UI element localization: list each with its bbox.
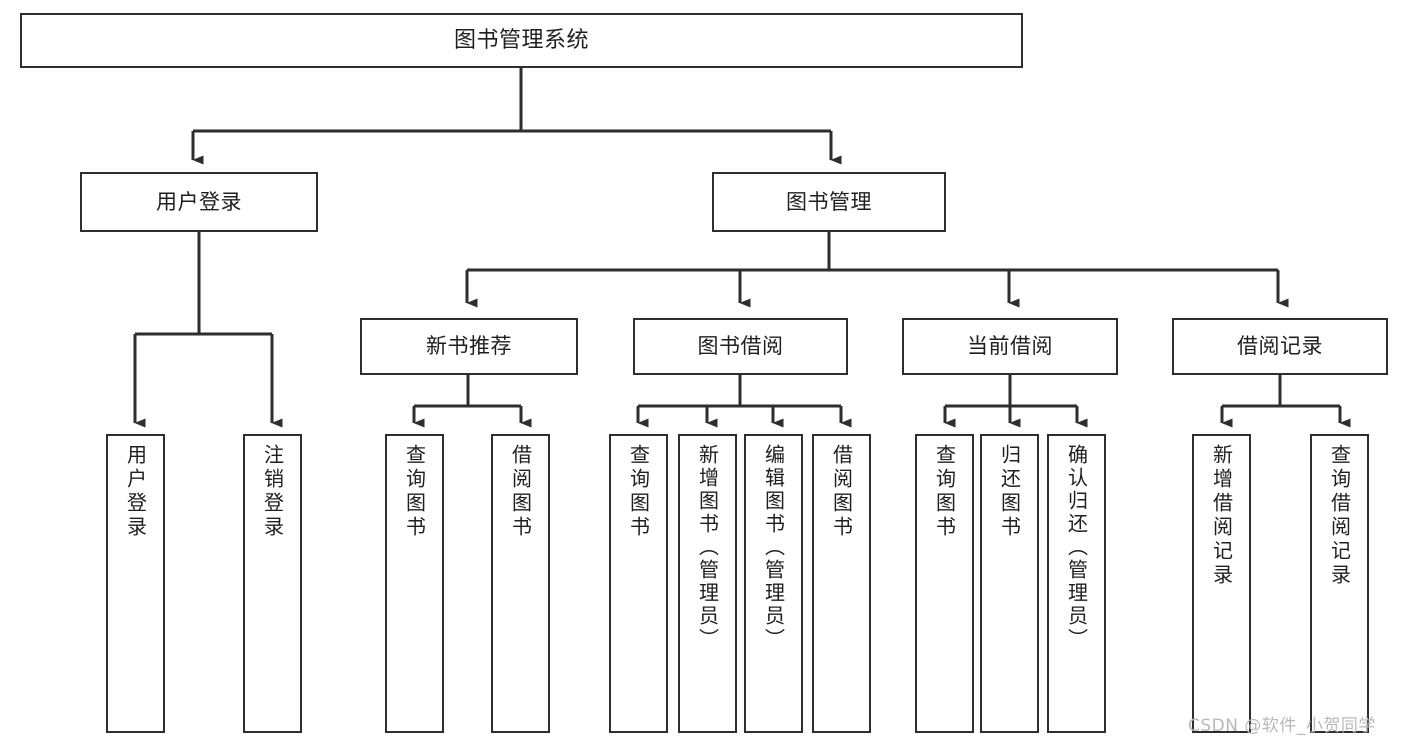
node-book-management[interactable]: 图书管理	[712, 172, 946, 232]
node-new-book-recommend[interactable]: 新书推荐	[360, 318, 578, 375]
leaf-confirm-return-admin[interactable]: 确认归还（管理员）	[1047, 434, 1106, 733]
leaf-add-book-admin[interactable]: 新增图书（管理员）	[678, 434, 737, 733]
node-label: 借阅图书	[508, 444, 533, 540]
node-label: 新增图书（管理员）	[695, 444, 720, 651]
node-label: 新书推荐	[426, 334, 512, 359]
node-label: 图书借阅	[697, 334, 784, 359]
csdn-watermark: CSDN @软件_小贺同学	[1188, 716, 1376, 736]
leaf-user-logout[interactable]: 注销登录	[243, 434, 302, 733]
node-label: 用户登录	[156, 189, 242, 214]
leaf-query-borrow-record[interactable]: 查询借阅记录	[1310, 434, 1369, 733]
leaf-user-login[interactable]: 用户登录	[106, 434, 165, 733]
node-label: 新增借阅记录	[1209, 444, 1234, 588]
node-label: 用户登录	[123, 444, 148, 540]
leaf-return-book[interactable]: 归还图书	[980, 434, 1039, 733]
node-label: 查询图书	[932, 444, 957, 540]
leaf-borrow-book-recommend[interactable]: 借阅图书	[491, 434, 550, 733]
node-label: 查询图书	[626, 444, 651, 540]
node-user-login[interactable]: 用户登录	[80, 172, 318, 232]
leaf-add-borrow-record[interactable]: 新增借阅记录	[1192, 434, 1251, 733]
node-label: 查询图书	[402, 444, 427, 540]
node-label: 借阅图书	[829, 444, 854, 540]
node-book-borrow[interactable]: 图书借阅	[633, 318, 848, 375]
leaf-edit-book-admin[interactable]: 编辑图书（管理员）	[744, 434, 803, 733]
leaf-query-book-current[interactable]: 查询图书	[915, 434, 974, 733]
node-label: 编辑图书（管理员）	[761, 444, 786, 651]
node-borrow-records[interactable]: 借阅记录	[1172, 318, 1388, 375]
node-label: 确认归还（管理员）	[1064, 444, 1089, 651]
node-label: 查询借阅记录	[1327, 444, 1352, 588]
leaf-borrow-book[interactable]: 借阅图书	[812, 434, 871, 733]
node-label: 图书管理	[786, 189, 872, 214]
node-label: 归还图书	[997, 444, 1022, 540]
node-label: 当前借阅	[967, 334, 1053, 359]
node-label: 注销登录	[260, 444, 285, 540]
leaf-query-book-recommend[interactable]: 查询图书	[385, 434, 444, 733]
node-label: 图书管理系统	[453, 27, 589, 53]
node-current-borrow[interactable]: 当前借阅	[902, 318, 1118, 375]
node-root-system[interactable]: 图书管理系统	[20, 13, 1023, 68]
node-label: 借阅记录	[1237, 334, 1323, 359]
leaf-query-book-borrow[interactable]: 查询图书	[609, 434, 668, 733]
